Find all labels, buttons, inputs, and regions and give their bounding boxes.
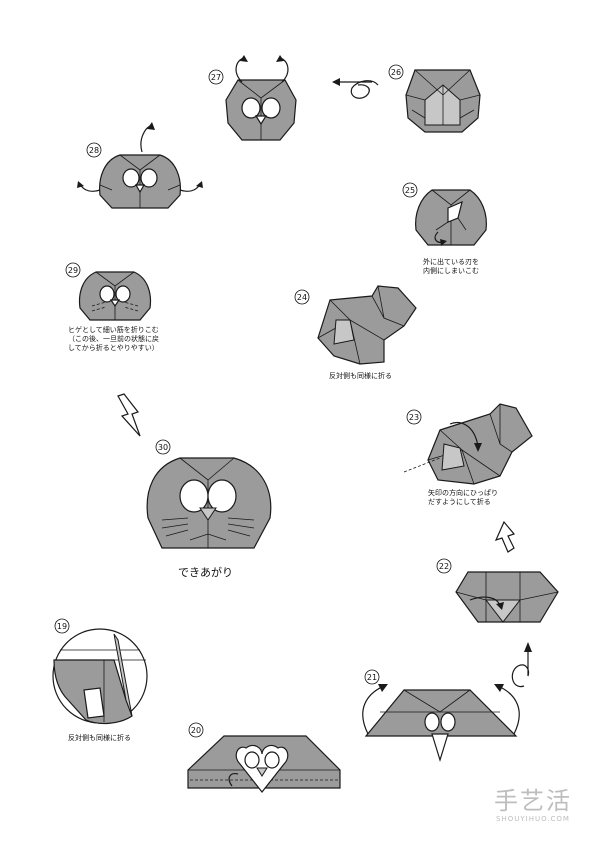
- turn-over-arrow: [332, 78, 379, 99]
- step-29: 29: [65, 262, 152, 321]
- step-number: 22: [439, 562, 449, 571]
- caption-line: 内側にしまいこむ: [423, 267, 479, 275]
- step-23: 23: [403, 403, 533, 485]
- flow-arrow: [117, 393, 141, 437]
- step-22: 22: [436, 558, 559, 623]
- watermark-sub: SHOUYIHUO.COM: [496, 815, 570, 823]
- step-19: 19: [52, 618, 148, 725]
- caption-line: 矢印の方向にひっぱり: [428, 489, 498, 497]
- caption-line: （この後、一旦前の状態に戻: [68, 335, 159, 343]
- step-27: 27: [208, 55, 297, 141]
- caption-line: ヒゲとして細い筋を折りこむ: [68, 326, 159, 334]
- step-24: 24: [294, 285, 417, 365]
- caption-step-24: 反対側も同様に折る: [329, 372, 392, 380]
- watermark-main: 手艺活: [494, 787, 572, 815]
- step-number: 25: [405, 186, 415, 195]
- flow-arrow: [494, 520, 516, 553]
- step-number: 21: [367, 673, 377, 682]
- step-number: 28: [89, 146, 99, 155]
- caption-line: 外に出ている刃を: [423, 258, 479, 266]
- caption-step-30-finished: できあがり: [178, 566, 233, 579]
- step-number: 23: [409, 413, 419, 422]
- step-number: 20: [191, 726, 201, 735]
- step-20: 20: [187, 722, 341, 793]
- step-number: 29: [68, 266, 78, 275]
- step-number: 24: [297, 293, 307, 302]
- step-number: 27: [211, 73, 221, 82]
- step-number: 30: [158, 443, 168, 452]
- step-26: 26: [388, 64, 481, 133]
- step-25: 25: [402, 182, 487, 246]
- step-30: 30: [146, 439, 272, 549]
- step-28: 28: [77, 122, 203, 209]
- turn-arrow: [511, 642, 532, 688]
- caption-step-23: 矢印の方向にひっぱり だすようにして折る: [428, 489, 498, 507]
- watermark: 手艺活 SHOUYIHUO.COM: [478, 787, 588, 823]
- step-number: 19: [57, 622, 67, 631]
- caption-step-25: 外に出ている刃を 内側にしまいこむ: [423, 258, 479, 276]
- caption-line: してから折るとやりやすい）: [68, 344, 159, 352]
- caption-step-19: 反対側も同様に折る: [68, 734, 131, 742]
- caption-step-29: ヒゲとして細い筋を折りこむ （この後、一旦前の状態に戻 してから折るとやりやすい…: [68, 326, 159, 353]
- step-number: 26: [391, 68, 401, 77]
- caption-line: だすようにして折る: [428, 498, 491, 506]
- step-21: 21: [362, 669, 520, 763]
